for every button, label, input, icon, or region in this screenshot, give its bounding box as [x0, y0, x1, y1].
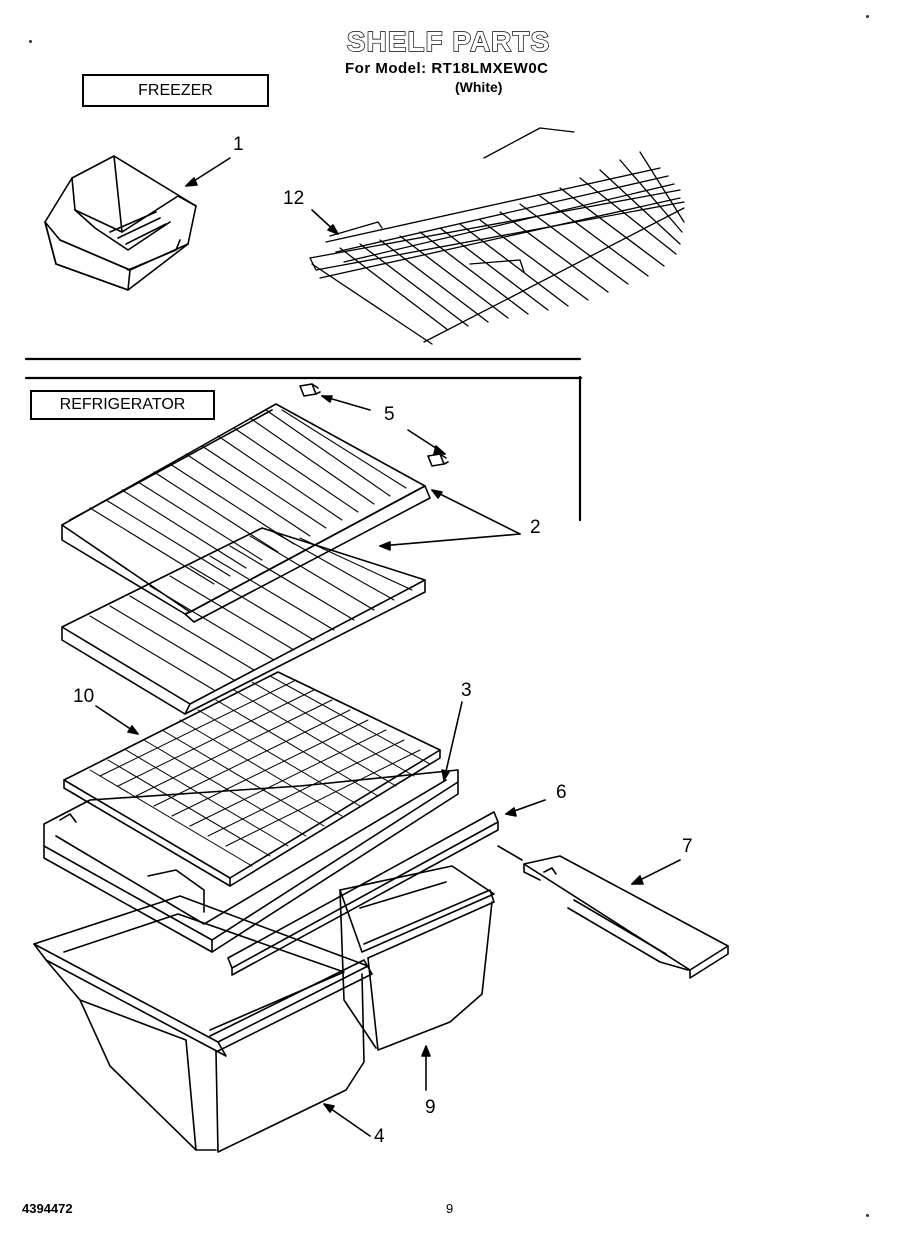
- part-4-large-crisper-drawer: [33, 895, 373, 1153]
- refrigerator-section-label: REFRIGERATOR: [30, 390, 215, 420]
- freezer-section-label: FREEZER: [82, 74, 269, 107]
- part-6-trim-strip: [227, 799, 546, 976]
- callout-12: 12: [283, 188, 305, 209]
- callout-1: 1: [233, 134, 244, 155]
- part-7-crisper-rail: [497, 845, 729, 979]
- callout-3: 3: [461, 680, 472, 701]
- callout-7: 7: [682, 836, 693, 857]
- page-number: 9: [446, 1201, 454, 1216]
- part-3-crisper-cover-frame: [43, 701, 463, 953]
- part-12-leader: [311, 209, 339, 235]
- callout-5: 5: [384, 404, 395, 425]
- color-note: (White): [455, 79, 503, 95]
- section-divider: [24, 357, 583, 522]
- callout-10: 10: [73, 686, 95, 707]
- part-10-crisper-cover-insert: [63, 671, 441, 887]
- callout-6: 6: [556, 782, 567, 803]
- part-1-freezer-bin: [44, 155, 197, 291]
- part-5-shelf-studs: [299, 383, 449, 467]
- corner-mark-bottom-right: [866, 1214, 869, 1217]
- corner-mark-top-left: [29, 40, 32, 43]
- part-12-freezer-wire-shelf: [309, 127, 685, 345]
- part-1-leader: [185, 157, 231, 187]
- part-9-small-crisper-drawer: [339, 865, 495, 1091]
- part-2-lower-glass-shelf: [61, 527, 521, 715]
- callout-4: 4: [374, 1126, 385, 1147]
- document-number: 4394472: [22, 1201, 73, 1216]
- model-line: For Model: RT18LMXEW0C: [345, 60, 549, 77]
- part-2-upper-glass-shelf: [61, 403, 521, 623]
- page-title: SHELF PARTS: [346, 25, 551, 57]
- callout-9: 9: [425, 1097, 436, 1118]
- corner-mark-top-right: [866, 15, 869, 18]
- callout-2: 2: [530, 517, 541, 538]
